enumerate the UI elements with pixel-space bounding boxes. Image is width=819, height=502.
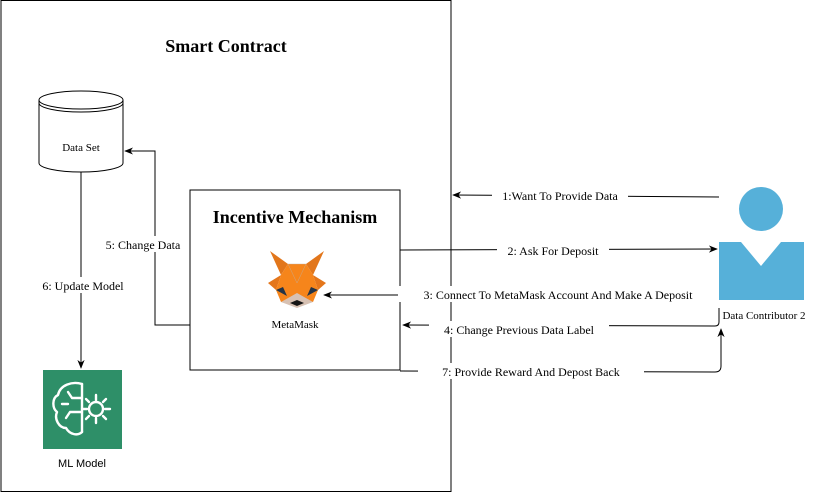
edge-label-4: 4: Change Previous Data Label <box>444 323 595 337</box>
metamask-label: MetaMask <box>271 319 319 331</box>
edge-want-to-provide-data[interactable]: 1:Want To Provide Data <box>452 187 720 203</box>
edge-label-1: 1:Want To Provide Data <box>502 189 618 203</box>
dataset-label: Data Set <box>62 142 100 154</box>
edge-label-7: 7: Provide Reward And Depost Back <box>442 365 620 379</box>
edge-change-data[interactable]: 5: Change Data <box>97 147 190 326</box>
edge-label-6: 6: Update Model <box>42 279 124 293</box>
metamask-fox-icon <box>268 251 326 308</box>
person-icon <box>719 187 804 300</box>
incentive-mechanism-title: Incentive Mechanism <box>213 207 377 227</box>
ml-model-label: ML Model <box>58 458 106 470</box>
edge-reward-deposit-back[interactable]: 7: Provide Reward And Depost Back <box>399 328 725 379</box>
brain-gear-glyph <box>52 381 112 436</box>
edge-label-3: 3: Connect To MetaMask Account And Make … <box>424 288 694 302</box>
edge-change-previous-label[interactable]: 4: Change Previous Data Label <box>402 308 720 337</box>
data-contributor-label: Data Contributor 2 <box>722 310 805 322</box>
cylinder-icon <box>38 90 124 173</box>
edge-update-model[interactable]: 6: Update Model <box>36 172 130 369</box>
edge-label-2: 2: Ask For Deposit <box>507 244 599 258</box>
edge-label-5: 5: Change Data <box>106 238 181 252</box>
incentive-mechanism-node[interactable]: Incentive Mechanism MetaMask <box>189 189 401 371</box>
data-contributor-node[interactable]: Data Contributor 2 <box>719 187 806 322</box>
smart-contract-title: Smart Contract <box>165 36 286 56</box>
edge-ask-for-deposit[interactable]: 2: Ask For Deposit <box>399 242 718 258</box>
ml-model-node[interactable]: ML Model <box>43 370 122 470</box>
edge-connect-metamask[interactable]: 3: Connect To MetaMask Account And Make … <box>323 286 719 302</box>
dataset-node[interactable]: Data Set <box>38 90 124 173</box>
